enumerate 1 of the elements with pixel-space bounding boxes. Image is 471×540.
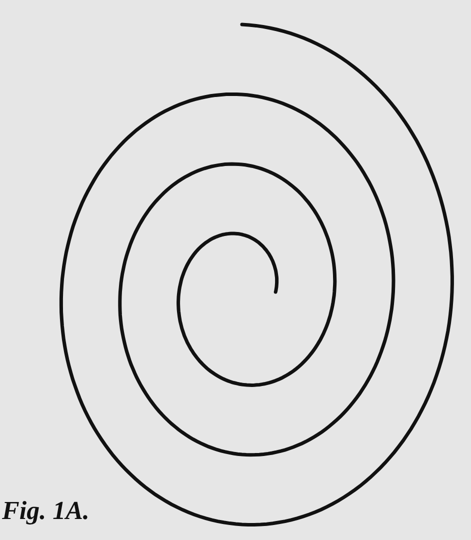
- figure-label: Fig. 1A.: [2, 496, 90, 526]
